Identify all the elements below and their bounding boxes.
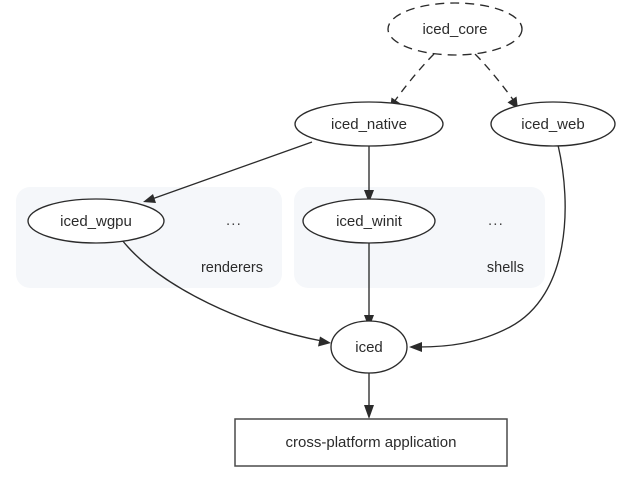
node-iced-native-shape[interactable] [294,101,444,147]
edge-arrowhead [318,336,331,347]
edge-path [151,141,313,200]
node-iced-core-shape[interactable] [387,2,523,56]
node-iced-web-label: iced_web [521,116,584,133]
cluster-renderers-label: renderers [201,260,263,276]
edge-path [121,239,323,342]
node-iced-native-label: iced_native [331,116,407,133]
node-iced-web[interactable]: iced_web [490,101,616,147]
node-cross-platform-application[interactable]: cross-platform application [234,418,508,467]
cluster-shells-more-icon: ... [488,212,504,229]
node-iced-winit-shape[interactable] [302,198,436,244]
node-iced-native[interactable]: iced_native [294,101,444,147]
cluster-renderers-more-icon: ... [226,212,242,229]
edge-iced-core-to-iced-web [474,53,518,109]
node-iced-wgpu[interactable]: iced_wgpu [27,198,165,244]
edge-arrowhead [364,405,374,419]
edge-iced-native-to-iced-wgpu [143,141,313,203]
edge-iced-web-to-iced [409,144,566,352]
edge-arrowhead [409,342,422,352]
node-application-shape[interactable] [234,418,508,467]
node-iced-label: iced [355,339,383,356]
node-iced-shape[interactable] [330,320,408,374]
edge-path [393,53,435,103]
node-iced-wgpu-shape[interactable] [27,198,165,244]
cluster-shells-label: shells [487,260,524,276]
edge-iced-to-application [364,372,374,419]
edge-iced-native-to-iced-winit [364,145,374,203]
edge-arrowhead [364,190,374,203]
node-iced-wgpu-label: iced_wgpu [60,213,132,230]
node-application-label: cross-platform application [286,434,457,451]
node-iced-core-label: iced_core [422,21,487,38]
edge-iced-wgpu-to-iced [121,239,331,347]
edge-iced-core-to-iced-native [390,53,435,110]
node-iced-web-shape[interactable] [490,101,616,147]
node-iced-core[interactable]: iced_core [387,2,523,56]
edge-path [474,53,515,102]
edge-path [418,144,566,348]
edge-arrowhead [143,194,156,203]
node-iced-winit[interactable]: iced_winit [302,198,436,244]
node-iced-winit-label: iced_winit [336,213,403,230]
node-iced[interactable]: iced [330,320,408,374]
